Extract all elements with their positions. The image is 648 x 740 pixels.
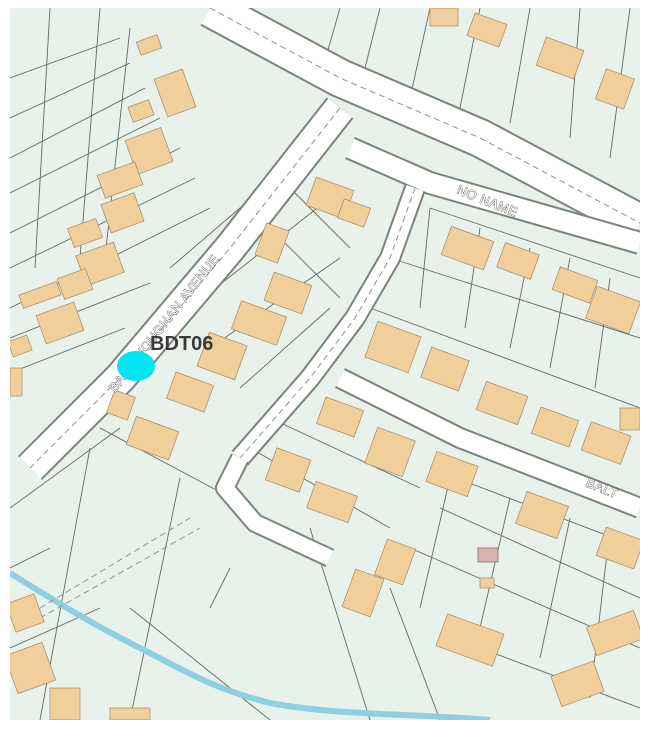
buildings — [10, 8, 640, 720]
water-channel — [10, 570, 491, 720]
site-marker[interactable]: BDT06 — [117, 333, 213, 381]
marker-label: BDT06 — [150, 333, 213, 355]
road-network — [17, 8, 640, 619]
map-canvas: BALLYVOUGHAN AVENUE NO NAME BALT BDT06 — [10, 8, 640, 720]
marker-dot[interactable] — [117, 351, 155, 381]
parcel-lines — [10, 8, 640, 720]
map-view[interactable]: BALLYVOUGHAN AVENUE NO NAME BALT BDT06 — [10, 8, 640, 720]
